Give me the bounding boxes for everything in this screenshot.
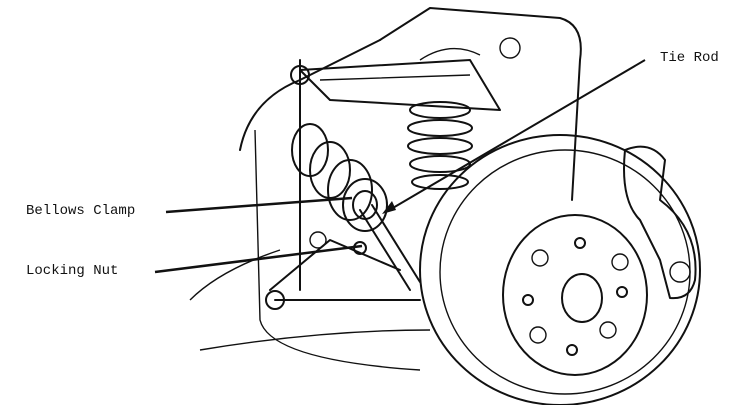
bellows-clamp-label: Bellows Clamp: [26, 203, 136, 219]
bellows-clamp-leader: [165, 196, 353, 214]
frame-panel: [254, 129, 421, 371]
mount-hole: [499, 37, 521, 59]
upper-arm-detail: [319, 47, 481, 81]
tie-rod-label: Tie Rod: [660, 50, 719, 66]
brake-caliper: [623, 145, 697, 300]
caliper-bolt: [669, 261, 691, 283]
tie-rod-arrow: [382, 201, 396, 214]
bellows: [291, 123, 388, 232]
hub: [502, 214, 648, 376]
frame-side: [239, 39, 381, 151]
lower-control-arm: [269, 59, 421, 301]
lower-ball-joint: [265, 290, 285, 310]
brake-disc-inner: [439, 149, 691, 395]
locking-nut-leader: [154, 244, 363, 274]
tie-rod-leader: [385, 59, 646, 213]
upper-control-arm: [299, 59, 501, 111]
wheel-studs: [522, 237, 629, 356]
coil-spring: [407, 101, 473, 190]
frame-plate: [379, 7, 582, 201]
brake-disc: [419, 134, 701, 405]
mount-bolt: [309, 231, 327, 249]
tie-rod: [359, 204, 421, 291]
locking-nut-label: Locking Nut: [26, 263, 119, 279]
floor-line: [189, 249, 431, 351]
hub-center: [561, 273, 603, 323]
